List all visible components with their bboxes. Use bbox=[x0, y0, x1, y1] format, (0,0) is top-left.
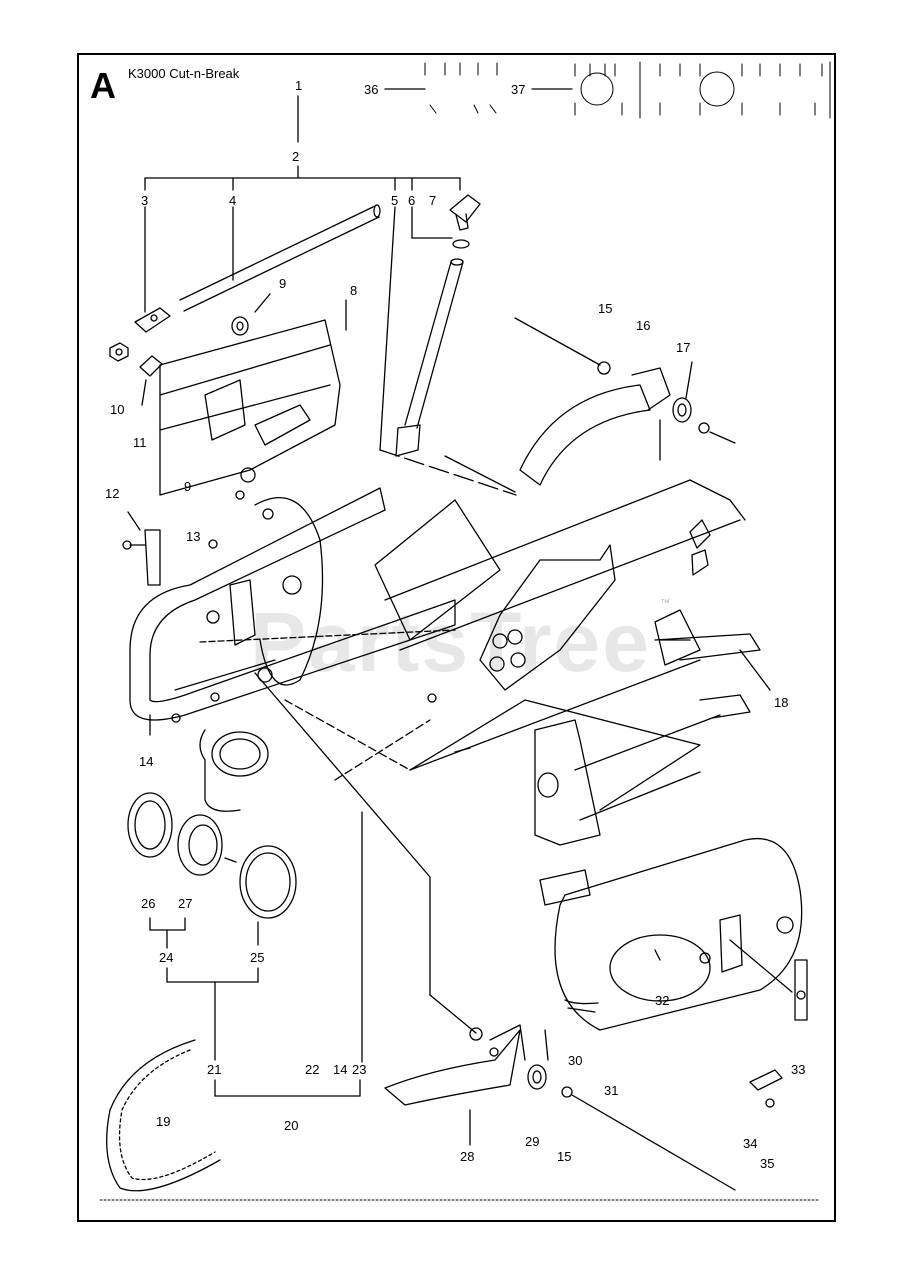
section-letter: A bbox=[90, 65, 116, 106]
part-cover-disc bbox=[254, 497, 324, 686]
callout-1: 1 bbox=[295, 78, 303, 93]
callout-22: 22 bbox=[305, 1062, 320, 1077]
part-29-collar bbox=[527, 1064, 547, 1090]
part-12-clip bbox=[129, 529, 161, 586]
callout-tree-24 bbox=[149, 917, 361, 1097]
callout-4: 4 bbox=[229, 193, 237, 208]
part-34-clip bbox=[749, 1069, 783, 1108]
part-32-right-cover bbox=[539, 838, 803, 1031]
callout-12: 12 bbox=[105, 486, 120, 501]
callout-2: 2 bbox=[292, 149, 300, 164]
callout-15-top: 15 bbox=[598, 301, 613, 316]
watermark: PartsTree bbox=[250, 595, 651, 689]
callout-11: 11 bbox=[133, 435, 147, 450]
callout-6: 6 bbox=[408, 193, 416, 208]
part-25-ring bbox=[239, 845, 297, 919]
part-14-left-cover bbox=[129, 487, 456, 736]
part-16-hose bbox=[519, 367, 671, 486]
leader-15-top bbox=[514, 317, 601, 366]
callout-14-bottom: 14 bbox=[333, 1062, 348, 1077]
part-18-bracket bbox=[654, 519, 711, 666]
callout-19: 19 bbox=[156, 1114, 171, 1129]
callout-33: 33 bbox=[791, 1062, 806, 1077]
callout-tree-2 bbox=[144, 95, 461, 191]
callout-32: 32 bbox=[655, 993, 670, 1008]
callout-20: 20 bbox=[284, 1118, 299, 1133]
callout-17: 17 bbox=[676, 340, 691, 355]
callout-21: 21 bbox=[207, 1062, 222, 1077]
leader-18 bbox=[739, 649, 771, 691]
callout-37: 37 bbox=[511, 82, 526, 97]
part-middle-cover bbox=[534, 714, 721, 846]
callout-30: 30 bbox=[568, 1053, 583, 1068]
callout-28: 28 bbox=[460, 1149, 475, 1164]
callout-9-top: 9 bbox=[279, 276, 287, 291]
part-33-clip bbox=[794, 959, 808, 1021]
callout-9-bottom: 9 bbox=[184, 479, 192, 494]
callout-3: 3 bbox=[141, 193, 149, 208]
callout-34: 34 bbox=[743, 1136, 758, 1151]
callout-5: 5 bbox=[391, 193, 399, 208]
part-22-rod bbox=[199, 629, 701, 771]
part-8-guard bbox=[159, 299, 347, 496]
leader-5 bbox=[379, 206, 396, 451]
callout-35: 35 bbox=[760, 1156, 775, 1171]
part-28-handle bbox=[384, 1024, 526, 1146]
part-7-nozzle bbox=[449, 194, 481, 231]
callout-13: 13 bbox=[186, 529, 201, 544]
model-title: K3000 Cut-n-Break bbox=[128, 66, 240, 81]
watermark-trademark: ™ bbox=[660, 598, 670, 609]
o-ring-15-top bbox=[597, 361, 611, 375]
decal-36 bbox=[424, 62, 498, 114]
o-ring-15-bottom bbox=[561, 1086, 573, 1098]
callout-31: 31 bbox=[604, 1083, 619, 1098]
callout-10: 10 bbox=[110, 402, 125, 417]
part-3-fitting bbox=[134, 206, 171, 333]
part-9-top bbox=[231, 316, 249, 336]
callout-7: 7 bbox=[429, 193, 437, 208]
part-6-tube bbox=[395, 206, 470, 457]
part-ring-left bbox=[199, 729, 269, 812]
callout-27: 27 bbox=[178, 896, 193, 911]
part-11-washer bbox=[139, 355, 163, 406]
callout-15-bottom: 15 bbox=[557, 1149, 572, 1164]
callout-36: 36 bbox=[364, 82, 379, 97]
o-ring-28 bbox=[469, 1027, 483, 1041]
callout-24: 24 bbox=[159, 950, 174, 965]
callout-23: 23 bbox=[352, 1062, 367, 1077]
callout-18: 18 bbox=[774, 695, 789, 710]
part-17-fitting bbox=[672, 397, 692, 423]
part-19-belt bbox=[106, 1039, 221, 1192]
o-ring-15b bbox=[698, 422, 710, 434]
part-4-rod bbox=[179, 204, 381, 312]
part-10-nut bbox=[109, 342, 129, 362]
decal-37 bbox=[574, 61, 831, 119]
callout-14-left: 14 bbox=[139, 754, 154, 769]
part-blade-guard-plate bbox=[479, 544, 616, 691]
callout-29: 29 bbox=[525, 1134, 540, 1149]
part-30-spring bbox=[564, 999, 599, 1013]
part-27-seal bbox=[177, 814, 223, 876]
leader-9-top bbox=[254, 293, 271, 313]
callout-26: 26 bbox=[141, 896, 156, 911]
callout-8: 8 bbox=[350, 283, 358, 298]
part-18-arm bbox=[374, 479, 761, 811]
part-26-bearing bbox=[127, 792, 173, 858]
callout-25: 25 bbox=[250, 950, 265, 965]
callout-16: 16 bbox=[636, 318, 651, 333]
